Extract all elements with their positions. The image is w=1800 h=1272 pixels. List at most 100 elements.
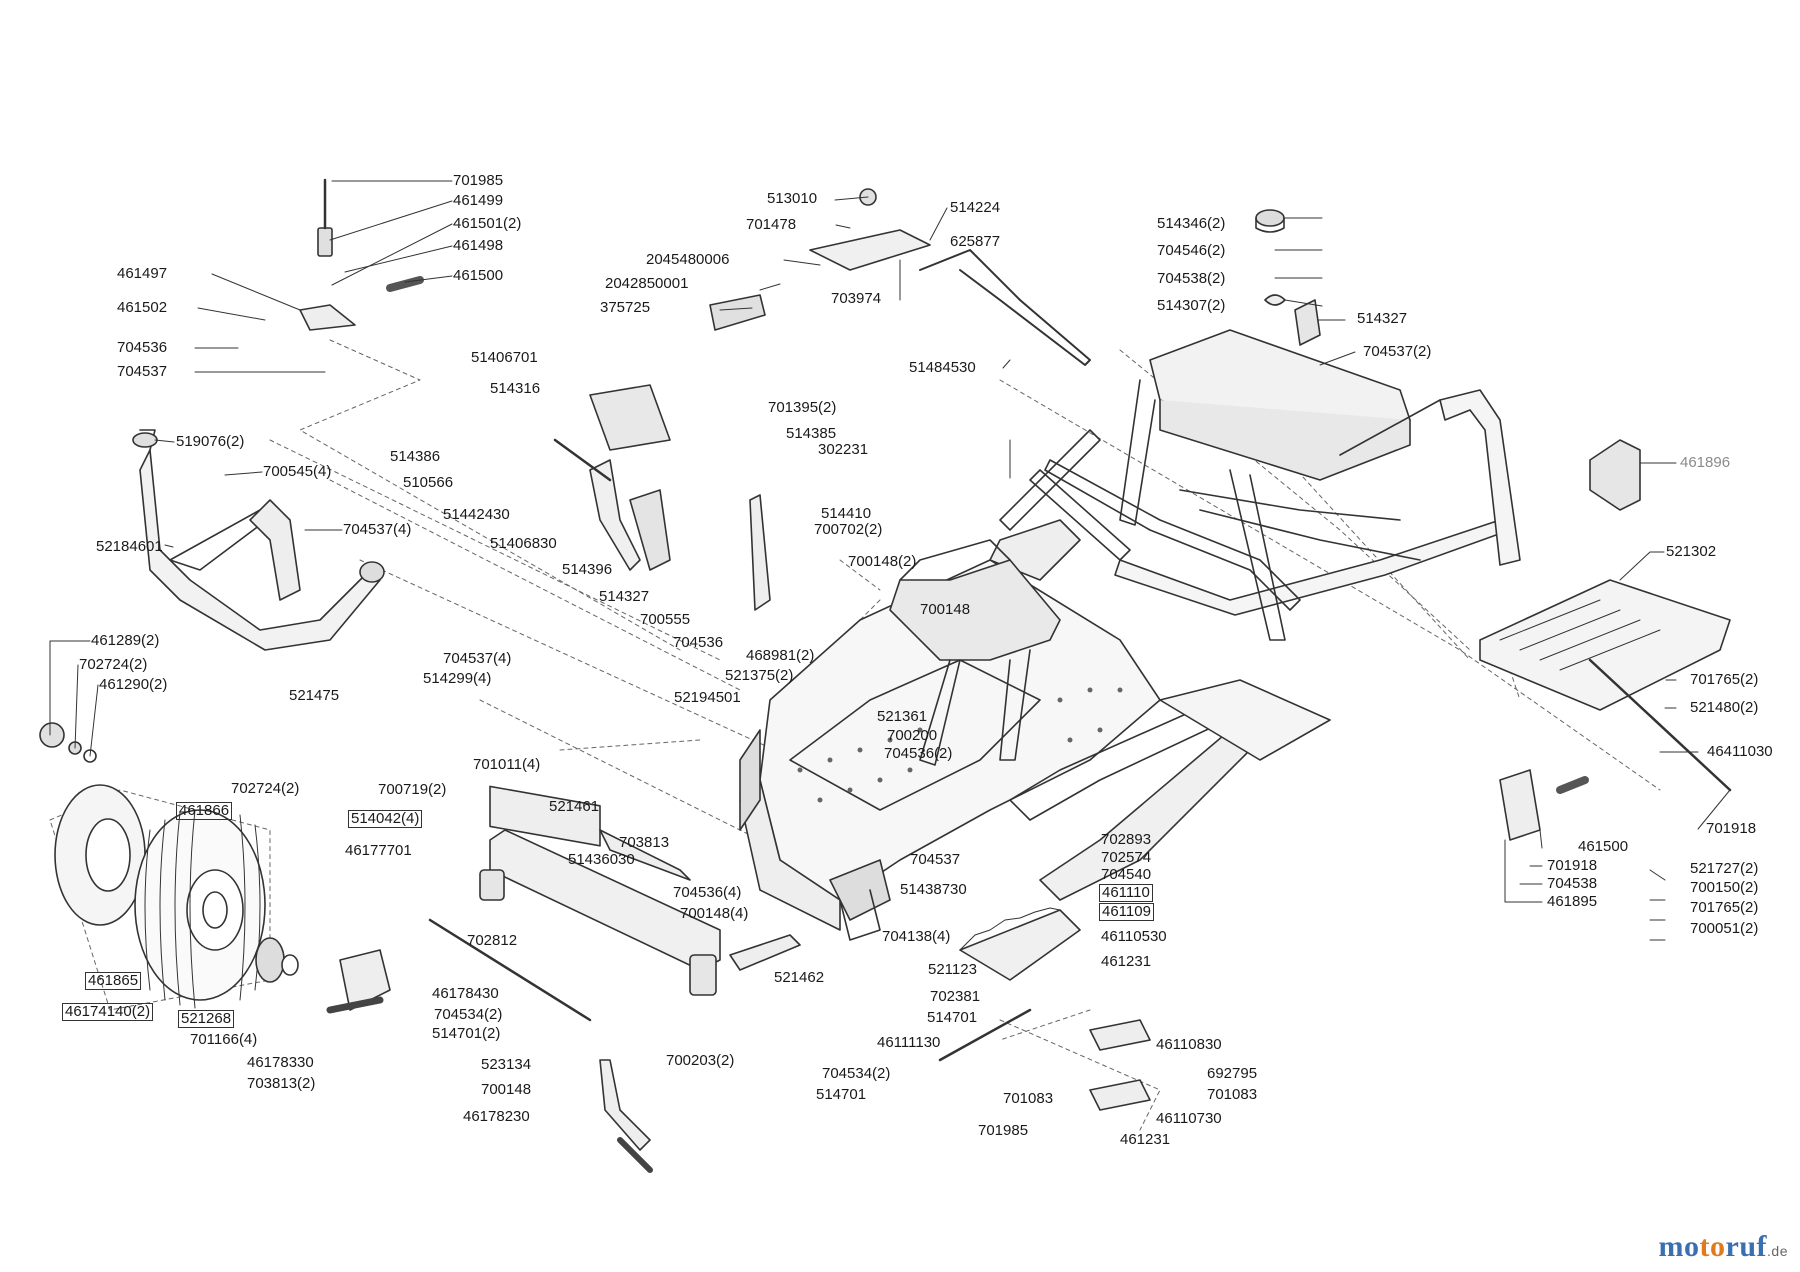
label-704546[interactable]: 704546(2) xyxy=(1157,242,1226,259)
label-701985[interactable]: 701985 xyxy=(453,172,504,189)
label-375725[interactable]: 375725 xyxy=(600,299,651,316)
label-625877[interactable]: 625877 xyxy=(950,233,1001,250)
label-514701c[interactable]: 514701 xyxy=(816,1086,867,1103)
label-700051[interactable]: 700051(2) xyxy=(1690,920,1759,937)
label-701918[interactable]: 701918 xyxy=(1706,820,1757,837)
label-700719[interactable]: 700719(2) xyxy=(378,781,447,798)
label-701011[interactable]: 701011(4) xyxy=(473,756,541,773)
label-702724-2b[interactable]: 702724(2) xyxy=(231,780,300,797)
label-704537-4c[interactable]: 704537(4) xyxy=(443,650,512,667)
label-519076[interactable]: 519076(2) xyxy=(176,433,245,450)
label-51442430[interactable]: 51442430 xyxy=(443,506,510,523)
label-514396[interactable]: 514396 xyxy=(562,561,613,578)
label-46177701[interactable]: 46177701 xyxy=(345,842,412,859)
label-521475[interactable]: 521475 xyxy=(289,687,340,704)
label-461498[interactable]: 461498 xyxy=(453,237,504,254)
label-461895[interactable]: 461895 xyxy=(1547,893,1598,910)
label-514316[interactable]: 514316 xyxy=(490,380,541,397)
label-704538[interactable]: 704538 xyxy=(1547,875,1598,892)
label-51436030[interactable]: 51436030 xyxy=(568,851,635,868)
label-704536-2[interactable]: 704536(2) xyxy=(884,745,953,762)
label-521727[interactable]: 521727(2) xyxy=(1690,860,1759,877)
label-521480[interactable]: 521480(2) xyxy=(1690,699,1759,716)
label-302231[interactable]: 302231 xyxy=(818,441,869,458)
label-704534[interactable]: 704534(2) xyxy=(434,1006,503,1023)
label-2045480006[interactable]: 2045480006 xyxy=(646,251,730,268)
label-514346[interactable]: 514346(2) xyxy=(1157,215,1226,232)
label-704536[interactable]: 704536 xyxy=(117,339,168,356)
label-521462[interactable]: 521462 xyxy=(774,969,825,986)
label-704138[interactable]: 704138(4) xyxy=(882,928,951,945)
label-704538-2[interactable]: 704538(2) xyxy=(1157,270,1226,287)
label-514327[interactable]: 514327 xyxy=(599,588,650,605)
label-703813[interactable]: 703813 xyxy=(619,834,670,851)
label-700148-4[interactable]: 700148(4) xyxy=(680,905,749,922)
label-700148[interactable]: 700148 xyxy=(920,601,971,618)
label-704536b[interactable]: 704536 xyxy=(673,634,724,651)
label-51406701[interactable]: 51406701 xyxy=(471,349,538,366)
label-514385[interactable]: 514385 xyxy=(786,425,837,442)
label-704537[interactable]: 704537 xyxy=(117,363,168,380)
label-521302[interactable]: 521302 xyxy=(1666,543,1717,560)
label-46178230[interactable]: 46178230 xyxy=(463,1108,530,1125)
label-701985b[interactable]: 701985 xyxy=(978,1122,1029,1139)
label-701083a[interactable]: 701083 xyxy=(1003,1090,1054,1107)
label-704534b[interactable]: 704534(2) xyxy=(822,1065,891,1082)
label-514701-2[interactable]: 514701(2) xyxy=(432,1025,501,1042)
label-700702[interactable]: 700702(2) xyxy=(814,521,883,538)
label-704537e[interactable]: 704537 xyxy=(910,851,961,868)
label-703813-2[interactable]: 703813(2) xyxy=(247,1075,316,1092)
label-46110530[interactable]: 46110530 xyxy=(1101,928,1167,945)
label-461231b[interactable]: 461231 xyxy=(1120,1131,1171,1148)
label-510566[interactable]: 510566 xyxy=(403,474,454,491)
label-702893[interactable]: 702893 xyxy=(1101,831,1152,848)
label-514042[interactable]: 514042(4) xyxy=(348,810,423,828)
label-702812[interactable]: 702812 xyxy=(467,932,518,949)
label-2042850001[interactable]: 2042850001 xyxy=(605,275,689,292)
label-46178430[interactable]: 46178430 xyxy=(432,985,499,1002)
label-514327b[interactable]: 514327 xyxy=(1357,310,1408,327)
label-514386[interactable]: 514386 xyxy=(390,448,441,465)
label-461290[interactable]: 461290(2) xyxy=(99,676,168,693)
label-701765b[interactable]: 701765(2) xyxy=(1690,899,1759,916)
label-461502[interactable]: 461502 xyxy=(117,299,168,316)
label-701478[interactable]: 701478 xyxy=(746,216,797,233)
label-521123[interactable]: 521123 xyxy=(928,961,977,978)
label-468981[interactable]: 468981(2) xyxy=(746,647,815,664)
label-461497[interactable]: 461497 xyxy=(117,265,168,282)
label-700203[interactable]: 700203(2) xyxy=(666,1052,735,1069)
label-461289[interactable]: 461289(2) xyxy=(91,632,160,649)
label-46178330[interactable]: 46178330 xyxy=(247,1054,314,1071)
label-704537-2[interactable]: 704537(2) xyxy=(1363,343,1432,360)
label-700200[interactable]: 700200 xyxy=(887,727,938,744)
label-461500b[interactable]: 461500 xyxy=(1578,838,1629,855)
label-461896[interactable]: 461896 xyxy=(1680,454,1731,471)
label-461866[interactable]: 461866 xyxy=(176,802,233,820)
label-514701b[interactable]: 514701 xyxy=(927,1009,978,1026)
label-52184601[interactable]: 52184601 xyxy=(96,538,163,555)
label-461501[interactable]: 461501(2) xyxy=(453,215,522,232)
label-461110[interactable]: 461110 xyxy=(1099,884,1153,902)
label-521361[interactable]: 521361 xyxy=(877,708,928,725)
label-52194501[interactable]: 52194501 xyxy=(674,689,741,706)
label-704540[interactable]: 704540 xyxy=(1101,866,1152,883)
label-46110730[interactable]: 46110730 xyxy=(1156,1110,1222,1127)
label-461499[interactable]: 461499 xyxy=(453,192,504,209)
label-703974[interactable]: 703974 xyxy=(831,290,882,307)
label-521461[interactable]: 521461 xyxy=(549,798,600,815)
label-700555[interactable]: 700555 xyxy=(640,611,691,628)
label-514410[interactable]: 514410 xyxy=(821,505,872,522)
label-461109[interactable]: 461109 xyxy=(1099,903,1154,921)
label-700150[interactable]: 700150(2) xyxy=(1690,879,1759,896)
label-51438730[interactable]: 51438730 xyxy=(900,881,967,898)
label-514299[interactable]: 514299(4) xyxy=(423,670,492,687)
label-513010[interactable]: 513010 xyxy=(767,190,818,207)
label-701083b[interactable]: 701083 xyxy=(1207,1086,1258,1103)
label-700148-2[interactable]: 700148(2) xyxy=(848,553,917,570)
label-461231[interactable]: 461231 xyxy=(1101,953,1152,970)
label-700148d[interactable]: 700148 xyxy=(481,1081,532,1098)
label-701166[interactable]: 701166(4) xyxy=(190,1031,258,1048)
label-523134[interactable]: 523134 xyxy=(481,1056,532,1073)
label-701395[interactable]: 701395(2) xyxy=(768,399,837,416)
label-701918b[interactable]: 701918 xyxy=(1547,857,1598,874)
